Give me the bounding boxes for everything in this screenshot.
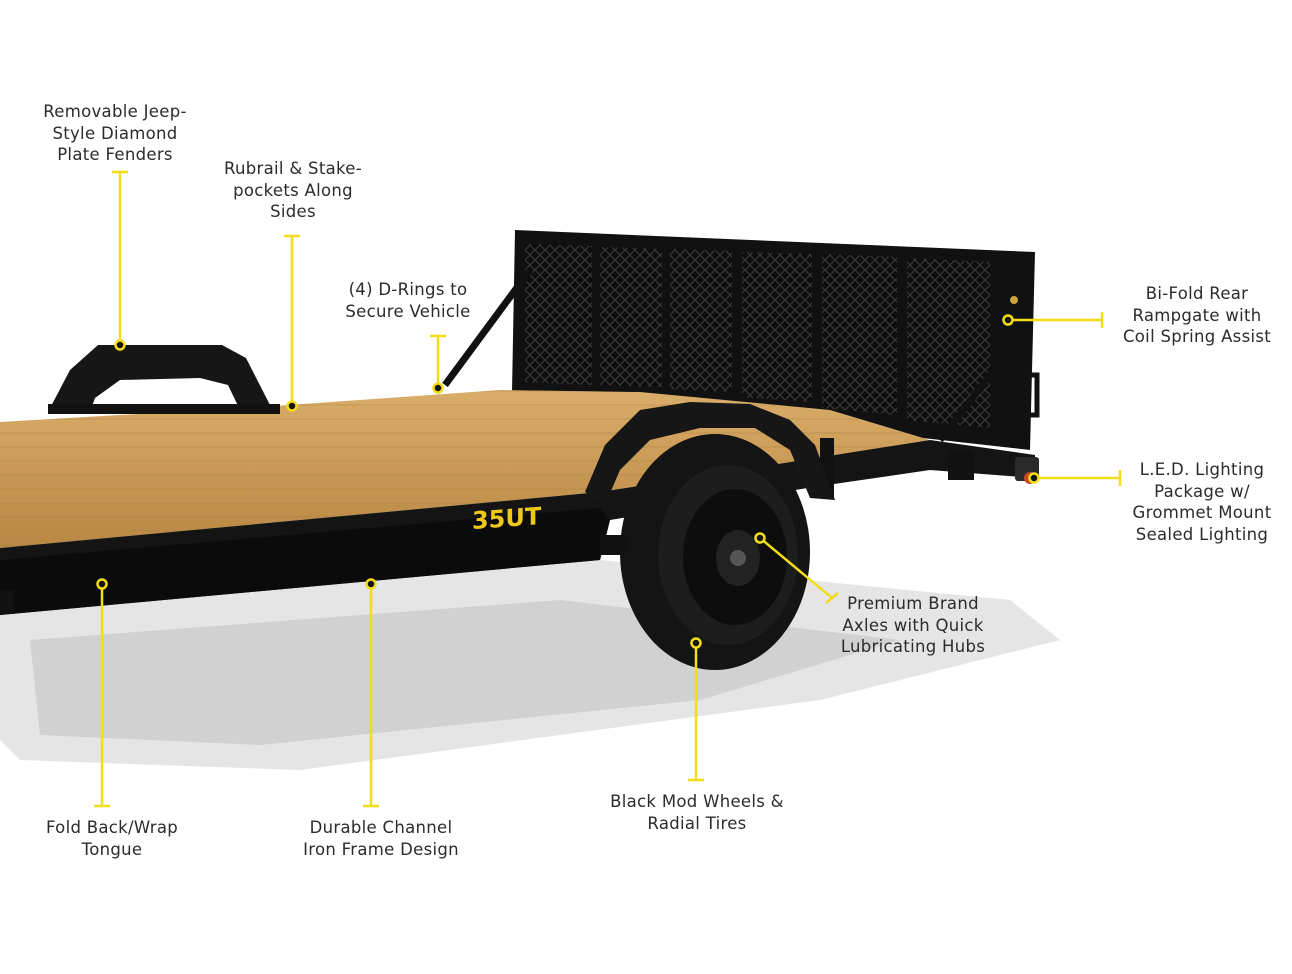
callout-drings: (4) D-Rings to Secure Vehicle bbox=[345, 280, 471, 321]
callout-frame: Durable Channel Iron Frame Design bbox=[303, 818, 459, 859]
wheel bbox=[620, 434, 810, 670]
callout-lighting: L.E.D. Lighting Package w/ Grommet Mount… bbox=[1132, 460, 1272, 544]
callout-axles: Premium Brand Axles with Quick Lubricati… bbox=[840, 594, 986, 656]
callout-rampgate: Bi-Fold Rear Rampgate with Coil Spring A… bbox=[1122, 284, 1272, 346]
callout-wheels: Black Mod Wheels & Radial Tires bbox=[610, 792, 784, 833]
callout-tongue: Fold Back/Wrap Tongue bbox=[45, 818, 179, 859]
callout-lines bbox=[94, 170, 1122, 808]
callout-rubrail: Rubrail & Stake- pockets Along Sides bbox=[223, 159, 362, 221]
model-badge: 35UT bbox=[472, 502, 542, 535]
wheel-fender bbox=[585, 402, 835, 505]
callout-fenders: Removable Jeep- Style Diamond Plate Fend… bbox=[43, 102, 187, 164]
wood-deck bbox=[0, 390, 930, 548]
callout-dots bbox=[96, 314, 1040, 649]
left-fender bbox=[48, 345, 270, 412]
